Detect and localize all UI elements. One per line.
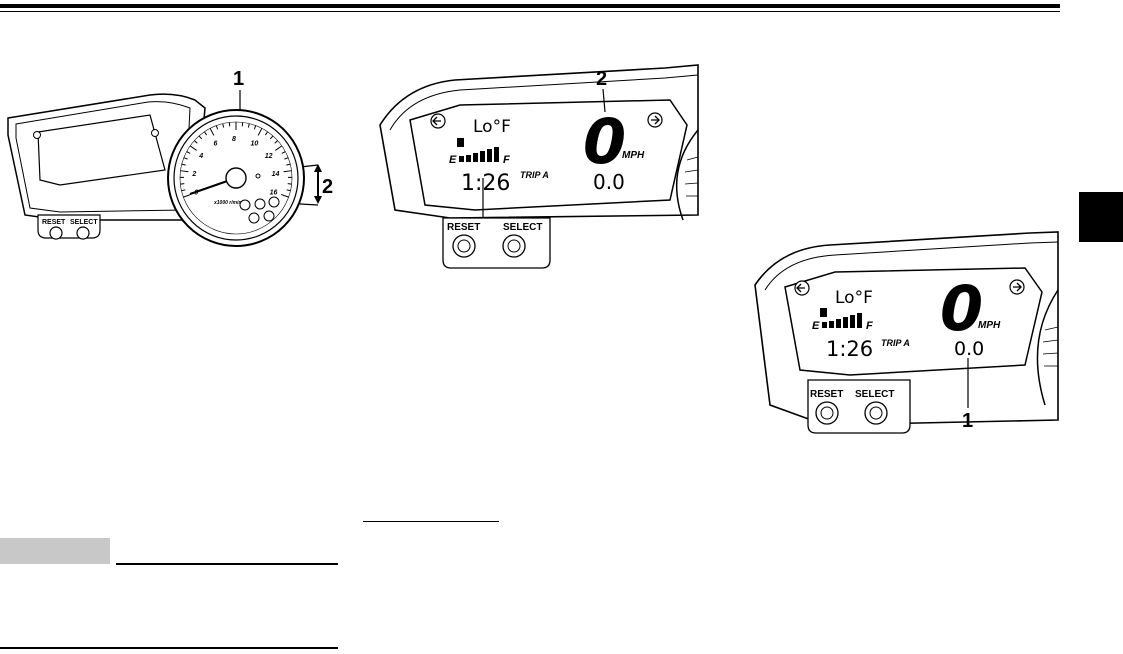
header-rule-thick — [0, 4, 1060, 8]
tacho-tick — [193, 140, 198, 144]
section-rule — [363, 521, 499, 522]
speed-unit: MPH — [978, 320, 1001, 331]
tacho-tick — [284, 157, 289, 160]
tacho-tick — [283, 170, 292, 173]
tacho-tick — [247, 123, 250, 128]
fuel-gauge-bars — [822, 313, 862, 328]
tacho-tick — [269, 135, 274, 140]
figure-lcd-detail-clock: Lo°F E F 1:26 TRIP A 0 MPH 0.0 2 1 RESET… — [379, 64, 699, 269]
temp-readout: Lo°F — [473, 117, 511, 137]
fuel-icon — [820, 308, 827, 317]
trip-label: TRIP A — [520, 170, 549, 180]
tacho-tick — [189, 145, 197, 151]
lcd-window — [784, 267, 1043, 376]
tacho-tick — [253, 125, 257, 130]
speed-unit: MPH — [622, 150, 645, 161]
note-heading-box — [0, 538, 110, 564]
tacho-tick — [183, 157, 188, 160]
svg-text:F: F — [503, 154, 510, 166]
tacho-tick — [275, 145, 283, 151]
fuel-icon — [457, 138, 464, 147]
svg-text:E: E — [812, 320, 820, 332]
high-beam-icon — [254, 198, 266, 210]
tacho-tick — [222, 123, 225, 128]
tacho-tick — [183, 193, 192, 198]
speed-readout: 0 — [583, 105, 626, 178]
clock-readout: 1:26 — [826, 337, 873, 361]
reset-label: RESET — [810, 389, 843, 400]
note-rule-top — [116, 563, 338, 565]
select-label: SELECT — [70, 219, 98, 226]
callout-2: 2 — [322, 176, 333, 198]
tacho-tick — [180, 170, 189, 173]
coolant-temp-icon — [248, 212, 260, 224]
tacho-tick-label: 14 — [272, 171, 280, 178]
engine-trouble-icon — [268, 196, 280, 208]
tacho-tick — [209, 128, 215, 136]
left-arrow-icon — [33, 131, 41, 139]
tacho-tick-label: 8 — [232, 136, 236, 143]
svg-text:F: F — [866, 320, 873, 332]
tacho-tick — [203, 131, 208, 136]
trip-readout: 0.0 — [954, 338, 984, 360]
svg-text:E: E — [449, 154, 457, 166]
lcd-window — [37, 114, 166, 186]
callout-1: 1 — [962, 410, 973, 432]
chapter-tab — [1079, 192, 1123, 242]
tacho-tick-label: 6 — [214, 141, 218, 148]
reset-button[interactable] — [49, 226, 63, 240]
tacho-tick — [280, 193, 289, 198]
tacho-tick — [286, 163, 291, 166]
speed-readout: 0 — [940, 272, 983, 345]
tacho-tick — [215, 125, 219, 130]
temp-readout: Lo°F — [835, 288, 873, 308]
tacho-tick — [186, 151, 191, 154]
callout-2: 2 — [596, 68, 607, 90]
fuel-gauge-bars — [459, 147, 499, 162]
select-label: SELECT — [503, 222, 542, 233]
select-button[interactable] — [76, 226, 90, 240]
tacho-tick-label: 0 — [194, 190, 198, 197]
tacho-tick-label: 16 — [270, 190, 278, 197]
select-label: SELECT — [855, 389, 894, 400]
figure-lcd-detail-trip: Lo°F E F 1:26 TRIP A 0 MPH 0.0 1 RESET S… — [754, 231, 1059, 434]
tacho-tick — [286, 189, 291, 192]
tacho-tick — [198, 135, 203, 140]
tacho-tick-label: 12 — [265, 153, 273, 160]
tacho-tick — [274, 140, 279, 144]
callout-1: 1 — [233, 68, 244, 90]
figure-instrument-cluster: 1 2 RESET SELECT 0 2 4 6 8 10 12 14 16 x1000 r/m… — [7, 68, 333, 247]
tacho-tick — [257, 128, 263, 136]
tacho-tick — [181, 189, 186, 192]
tacho-unit: x1000 r/min — [213, 200, 242, 206]
trip-readout: 0.0 — [593, 170, 625, 194]
clock-readout: 1:26 — [461, 171, 510, 196]
reset-label: RESET — [447, 222, 480, 233]
lcd-window — [409, 99, 688, 211]
tacho-tick — [181, 163, 186, 166]
tacho-tick-label: 2 — [191, 171, 196, 178]
trip-label: TRIP A — [881, 338, 910, 348]
tacho-tick-label: 10 — [250, 141, 258, 148]
tacho-tick — [264, 131, 269, 136]
neutral-icon — [239, 199, 251, 211]
oil-pressure-icon — [263, 210, 275, 222]
header-rule-thin — [0, 11, 1060, 12]
note-rule-bottom — [0, 647, 338, 649]
reset-label: RESET — [42, 219, 66, 226]
tacho-tick-label: 4 — [198, 153, 203, 160]
right-arrow-icon — [151, 129, 159, 137]
tacho-tick — [281, 151, 286, 154]
